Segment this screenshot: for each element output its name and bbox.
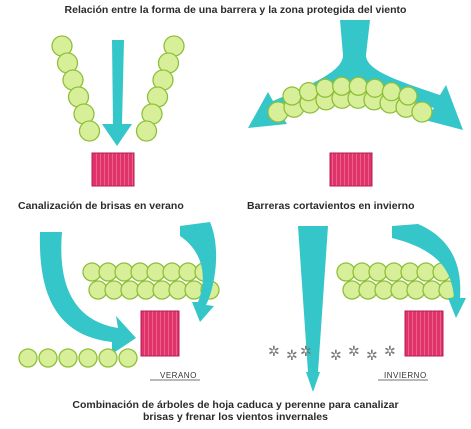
bare-tree-icon: ✲: [300, 344, 312, 360]
tree-icon: [406, 280, 426, 300]
tree-icon: [38, 348, 58, 368]
tree-icon: [178, 262, 198, 282]
verano-label: VERANO: [160, 371, 197, 380]
tree-icon: [146, 262, 166, 282]
deciduous-trees: ✲✲✲✲✲✲✲: [268, 344, 396, 364]
tree-arc: [267, 76, 433, 123]
wind-arrow-icon: [180, 222, 217, 322]
tree-icon: [162, 262, 182, 282]
bare-tree-icon: ✲: [286, 348, 298, 364]
bottom-caption-line1: Combinación de árboles de hoja caduca y …: [72, 399, 399, 411]
tree-icon: [118, 348, 138, 368]
tree-icon: [348, 76, 368, 96]
tree-icon: [336, 262, 356, 282]
tree-row-lower: [18, 348, 138, 368]
building-icon: [91, 152, 135, 187]
tree-icon: [398, 86, 418, 106]
tree-icon: [358, 280, 378, 300]
tree-icon: [381, 82, 402, 102]
tree-icon: [342, 280, 362, 300]
tree-icon: [98, 262, 118, 282]
bottom-caption-line2: brisas y frenar los vientos invernales: [142, 411, 328, 423]
curved-barrier-panel: [248, 20, 463, 187]
invierno-label: INVIERNO: [384, 371, 427, 380]
tree-icon: [98, 348, 118, 368]
tree-icon: [152, 280, 172, 300]
tree-icon: [416, 262, 436, 282]
summer-panel: [18, 222, 220, 381]
tree-icon: [120, 280, 140, 300]
tree-icon: [130, 262, 150, 282]
tree-row-right: [135, 35, 185, 142]
winter-caption: Barreras cortavientos en invierno: [247, 200, 415, 212]
bare-tree-icon: ✲: [348, 344, 360, 360]
bare-tree-icon: ✲: [384, 344, 396, 360]
wind-arrow-icon: [39, 232, 136, 354]
summer-caption: Canalización de brisas en verano: [18, 200, 184, 212]
building-icon: [329, 152, 373, 187]
tree-icon: [298, 82, 319, 102]
tree-icon: [58, 348, 78, 368]
diagram-title: Relación entre la forma de una barrera y…: [64, 4, 407, 16]
tree-icon: [368, 262, 388, 282]
tree-icon: [78, 348, 98, 368]
tree-icon: [352, 262, 372, 282]
tree-icon: [136, 280, 156, 300]
tree-icon: [315, 78, 335, 98]
winter-panel: ✲✲✲✲✲✲✲: [268, 224, 466, 392]
tree-icon: [384, 262, 404, 282]
tree-icon: [18, 348, 38, 368]
bare-tree-icon: ✲: [330, 348, 342, 364]
building-icon: [140, 310, 180, 357]
tree-row-left: [51, 35, 101, 142]
tree-icon: [411, 101, 433, 123]
v-barrier-panel: [51, 35, 185, 187]
wind-arrow-icon: [102, 40, 132, 146]
bare-tree-icon: ✲: [366, 348, 378, 364]
building-icon: [404, 310, 444, 357]
tree-icon: [168, 280, 188, 300]
tree-icon: [104, 280, 124, 300]
tree-icon: [82, 262, 102, 282]
tree-icon: [422, 280, 442, 300]
tree-icon: [374, 280, 394, 300]
bare-tree-icon: ✲: [268, 344, 280, 360]
wind-arrow-icon: [392, 224, 466, 318]
tree-icon: [88, 280, 108, 300]
tree-icon: [135, 120, 158, 142]
tree-icon: [332, 76, 352, 96]
tree-row-upper: [82, 262, 220, 300]
tree-row-evergreen: [336, 262, 458, 300]
tree-icon: [365, 78, 385, 98]
tree-icon: [114, 262, 134, 282]
tree-icon: [390, 280, 410, 300]
tree-icon: [78, 120, 101, 142]
tree-icon: [400, 262, 420, 282]
wind-arrow-icon: [298, 226, 328, 392]
tree-icon: [282, 86, 302, 106]
